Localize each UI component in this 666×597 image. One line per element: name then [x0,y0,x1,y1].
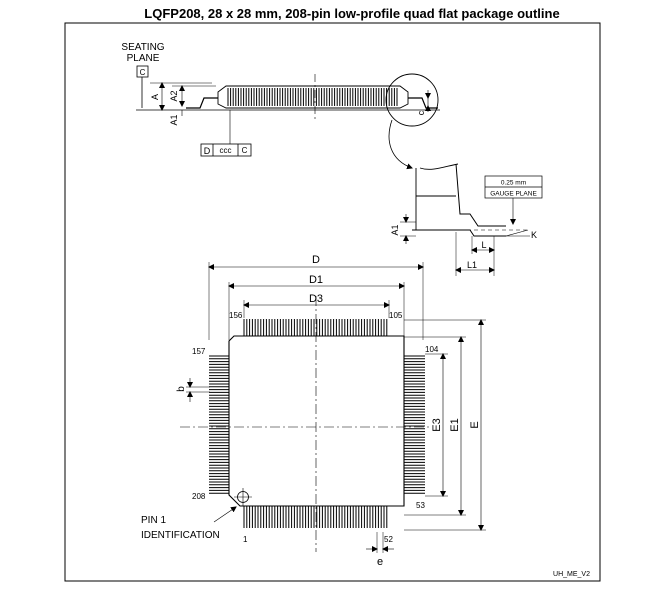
pin-157-label: 157 [192,347,206,356]
dim-L-label: L [481,240,486,250]
gauge-value-label: 0.25 mm [501,180,526,187]
dim-b-label: b [176,386,187,392]
dim-E1-label: E1 [449,418,461,431]
side-view: SEATING PLANE C A A2 A1 D ccc C [121,42,440,170]
side-view-leads [227,88,398,106]
dim-c-label: c [416,110,426,115]
left-lead-row [209,355,229,494]
plane-label: PLANE [127,53,160,64]
dim-D-label: D [312,254,320,266]
pin-208-label: 208 [192,492,206,501]
figure-title: LQFP208, 28 x 28 mm, 208-pin low-profile… [144,6,560,21]
lead-detail-view: 0.25 mm GAUGE PLANE K A1 L L1 [390,163,543,276]
pin-156-label: 156 [229,311,243,320]
top-view: PIN 1 IDENTIFICATION D D1 D3 E E1 E3 [141,254,486,568]
dim-E3-label: E3 [431,418,443,431]
dim-A-label: A [150,94,160,100]
pin1-label-line2: IDENTIFICATION [141,530,220,541]
drawing-reference: UH_ME_V2 [553,571,590,578]
pin-52-label: 52 [384,535,393,544]
ccc-datum-label: C [242,146,248,155]
detail-circle [385,73,439,127]
dim-D3-label: D3 [309,293,323,305]
pin-105-label: 105 [389,311,403,320]
flatness-symbol: D [204,146,211,156]
seating-label: SEATING [121,42,164,53]
ccc-label: ccc [220,146,232,155]
dim-A1-label: A1 [169,114,179,125]
dim-D1-label: D1 [309,274,323,286]
pin-104-label: 104 [425,345,439,354]
datum-c-label: C [140,68,146,77]
pin1-label-line1: PIN 1 [141,515,166,526]
top-lead-row [243,319,388,336]
gauge-plane-label: GAUGE PLANE [490,191,537,198]
detail-A1-label: A1 [390,224,400,235]
dim-e-label: e [377,556,383,568]
bottom-lead-row [243,506,388,528]
dim-E-label: E [469,421,481,428]
right-lead-row [404,355,425,494]
dim-A2-label: A2 [169,90,179,101]
package-body [228,335,405,507]
dim-K-label: K [531,230,537,240]
dim-L1-label: L1 [467,260,477,270]
outline-frame [64,22,601,582]
pin-1-label: 1 [243,535,248,544]
pin-53-label: 53 [416,501,425,510]
